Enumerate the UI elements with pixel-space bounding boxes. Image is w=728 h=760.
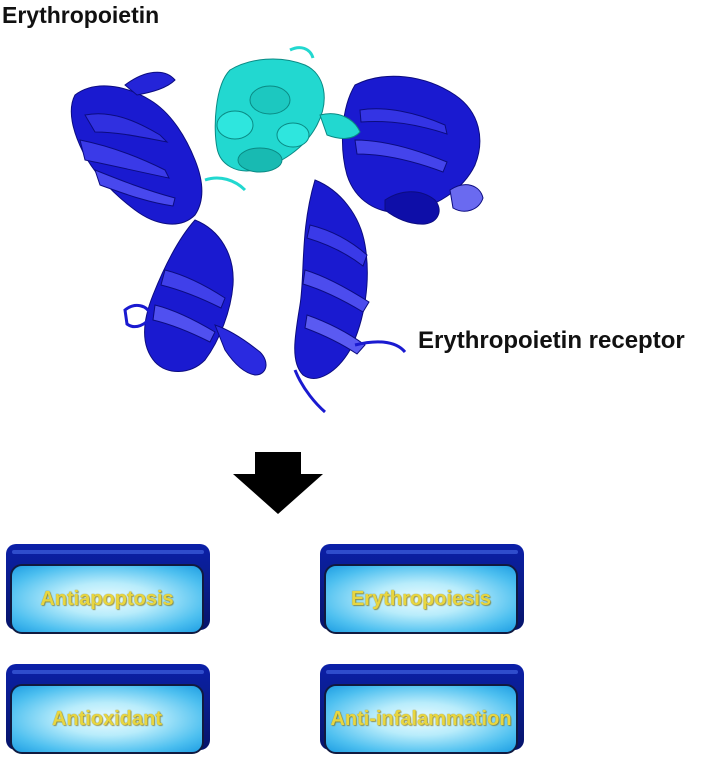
box-face: Antioxidant [10, 684, 204, 754]
erythropoietin-ligand [204, 46, 361, 192]
effect-box-erythropoiesis: Erythropoiesis [320, 544, 524, 636]
protein-structure-image [70, 46, 484, 414]
box-face: Antiapoptosis [10, 564, 204, 634]
effect-box-antioxidant: Antioxidant [6, 664, 210, 756]
effect-box-anti-inflammation: Anti-infalammation [320, 664, 524, 756]
receptor-left-upper [70, 71, 203, 225]
box-face: Erythropoiesis [324, 564, 518, 634]
erythropoietin-label: Erythropoietin [2, 2, 160, 28]
receptor-right-upper [341, 75, 484, 225]
down-arrow-icon [233, 452, 323, 514]
effect-label: Antioxidant [52, 707, 162, 730]
effect-label: Antiapoptosis [40, 587, 174, 610]
box-face: Anti-infalammation [324, 684, 518, 754]
receptor-left-lower [123, 219, 267, 376]
effect-box-antiapoptosis: Antiapoptosis [6, 544, 210, 636]
receptor-right-lower [293, 179, 407, 414]
effect-label: Erythropoiesis [350, 587, 492, 610]
erythropoietin-receptor-label: Erythropoietin receptor [418, 327, 685, 354]
effect-label: Anti-infalammation [330, 707, 512, 730]
